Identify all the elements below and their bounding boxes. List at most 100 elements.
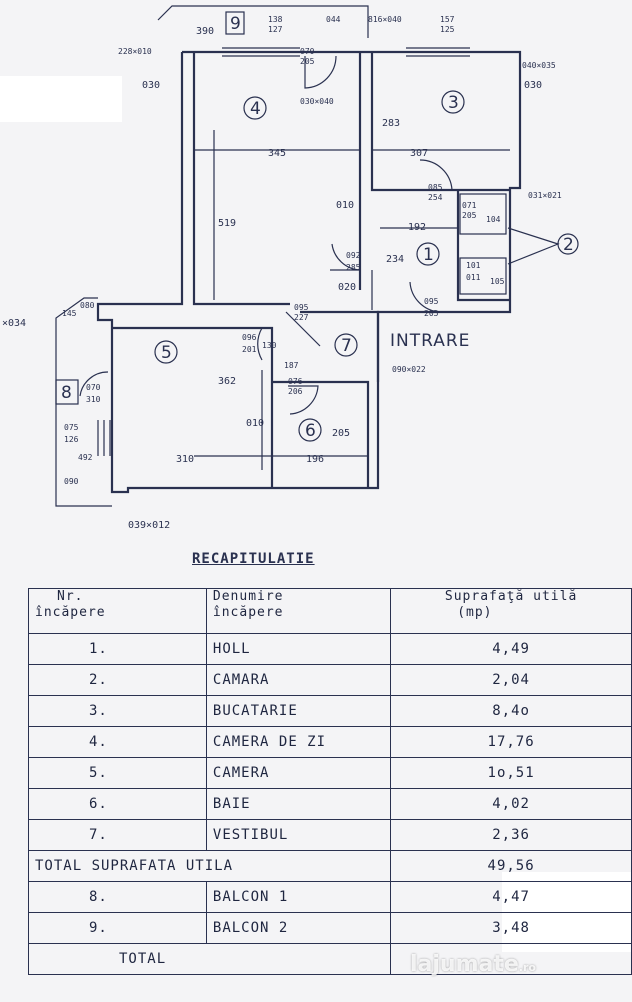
room-1-circle [416,242,440,266]
window-room-4 [222,47,300,57]
dim-label: 254 [428,193,443,202]
window-room-3 [406,47,470,57]
dim-label: 010 [336,200,354,211]
dim-label: 234 [386,254,404,265]
dim-label: 138 [268,15,283,24]
room-number-8: 8 [61,383,72,403]
row-name: BUCATARIE [205,695,392,727]
wall-vestibul [300,310,380,382]
row-area: 4,02 [390,788,632,820]
balcony-9-outline [157,5,369,38]
dim-label: 310 [86,395,101,404]
redaction-block-left [0,76,122,122]
door-room-5 [230,327,264,361]
dim-label: 307 [410,148,428,159]
dim-label: 157 [440,15,455,24]
dim-label: 090×022 [392,365,426,374]
dim-label: 205 [424,309,439,318]
dim-label: 205 [300,57,315,66]
dim-label: 095 [294,303,309,312]
row-area: 4,47 [390,881,632,913]
room-number-1: 1 [423,245,434,265]
header-nr: Nr. încăpere [28,588,207,634]
dim-label: 105 [490,277,505,286]
dim-label: 345 [268,148,286,159]
watermark-brand: lajumate [410,952,519,977]
row-name: VESTIBUL [205,819,392,851]
watermark-tld: .ro [518,961,536,974]
recap-header-row: Nr. încăpere Denumire încăpere Suprafaţă… [28,588,632,634]
row-name: HOLL [205,633,392,665]
wall-room-3 [370,52,510,192]
door-room-4 [330,243,361,271]
header-denumire: Denumire încăpere [205,588,392,634]
dim-label: 205 [332,428,350,439]
dim-label: 285 [346,263,361,272]
row-name: CAMERA [205,757,392,789]
row-area: 2,04 [390,664,632,696]
room-6-circle [298,418,322,442]
dim-label: 080 [80,301,95,310]
row-area: 4,49 [390,633,632,665]
wall-room-6 [272,380,370,488]
dim-label: 206 [288,387,303,396]
room-7-circle [334,333,358,357]
dim-label: 205 [462,211,477,220]
dim-label: 228×010 [118,47,152,56]
room-number-3: 3 [448,93,459,113]
row-area: 1o,51 [390,757,632,789]
row-area: 8,4o [390,695,632,727]
watermark-logo: lajumate.ro [410,952,536,977]
row-nr: 8. [28,881,207,913]
row-area: 2,36 [390,819,632,851]
dim-label: 040×035 [522,61,556,70]
dim-label: ×034 [2,318,26,329]
row-name: BAIE [205,788,392,820]
dim-label: 020 [338,282,356,293]
dim-label: 031×021 [528,191,562,200]
total-label: TOTAL [27,943,392,975]
floor-plan-drawing: 4 3 1 2 5 6 7 8 9 INTRARE 390 138 127 04… [2,5,579,531]
header-sup-line1: Suprafaţă utilă [444,589,578,604]
row-nr: 7. [28,819,207,851]
dim-label: 085 [428,183,443,192]
dim-label: 126 [64,435,79,444]
header-den-line2: încăpere [212,605,284,620]
dim-label: 071 [462,201,477,210]
room-8-box [55,379,79,405]
dim-label: 076 [288,377,303,386]
row-name: BALCON 2 [205,912,392,944]
balcony-8-outline [55,297,112,507]
dim-label: 101 [466,261,481,270]
wall-room-5 [112,326,274,488]
dim-label: 816×040 [368,15,402,24]
row-nr: 1. [28,633,207,665]
subtotal-value: 49,56 [390,850,632,882]
dim-label: 095 [424,297,439,306]
dim-label: 362 [218,376,236,387]
room-number-5: 5 [161,343,172,363]
entrance-label: INTRARE [390,331,470,351]
wall-camara [456,190,510,302]
dim-label: 090 [64,477,79,486]
row-nr: 3. [28,695,207,727]
recap-title: RECAPITULATIE [192,551,315,567]
row-nr: 2. [28,664,207,696]
dim-label: 187 [284,361,299,370]
header-suprafata: Suprafaţă utilă (mp) [390,588,632,634]
room-3-circle [441,90,465,114]
room-5-circle [154,340,178,364]
room-number-6: 6 [305,421,316,441]
dim-label: 070 [86,383,101,392]
header-sup-line2: (mp) [457,605,493,620]
header-den-line1: Denumire [212,589,284,604]
dim-label: 310 [176,454,194,465]
dim-label: 492 [78,453,93,462]
row-area: 17,76 [390,726,632,758]
total-value [390,943,632,975]
